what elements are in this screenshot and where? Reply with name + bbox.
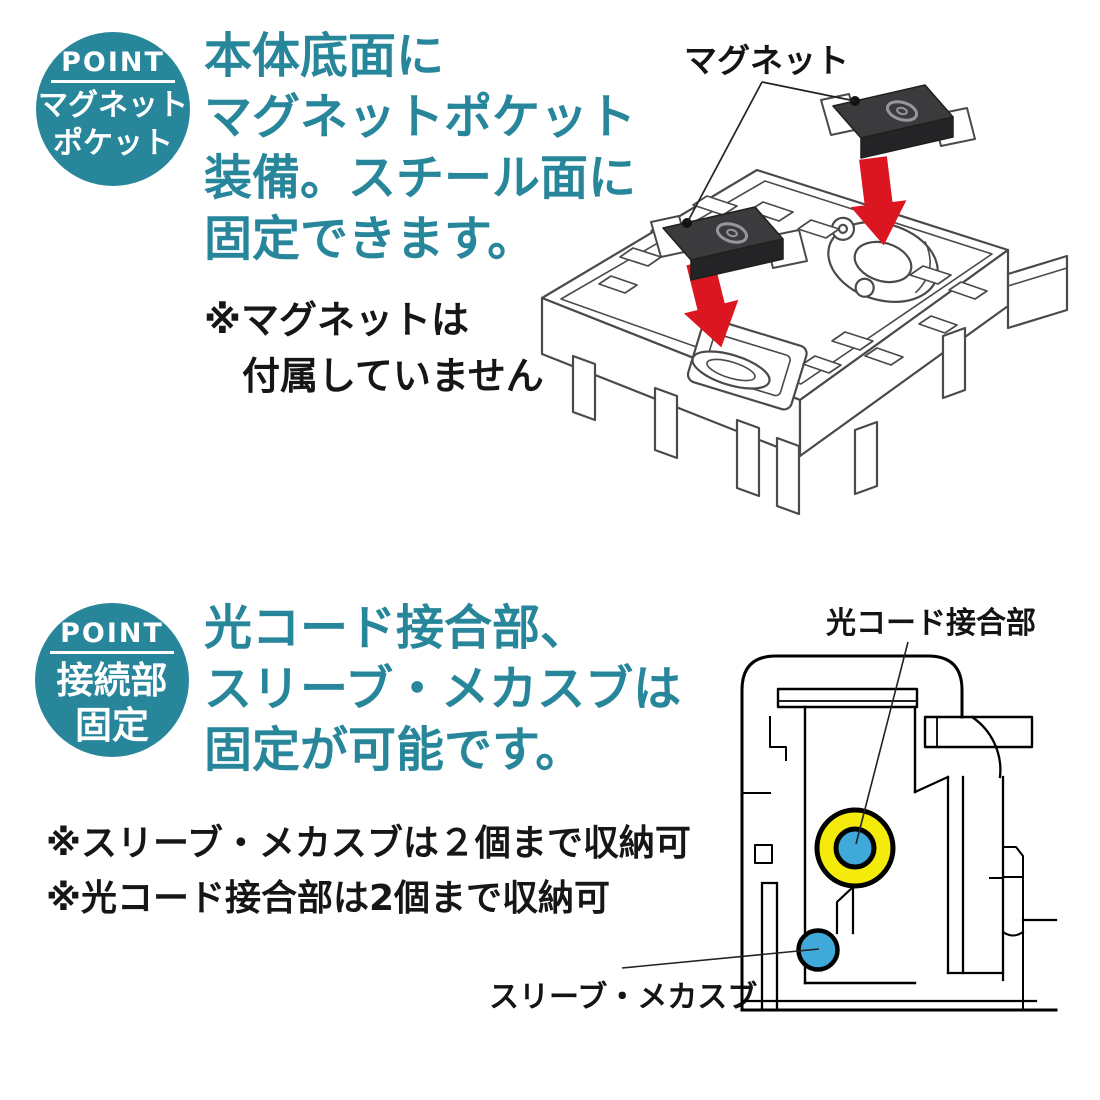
badge-divider (51, 80, 175, 83)
heading-line: 光コード接合部、 (204, 600, 589, 656)
section1-note: ※マグネットは 付属していません (204, 292, 544, 404)
point-badge-title: POINT (60, 618, 164, 649)
oval-slot (691, 350, 771, 390)
magnet-pocket-illustration (540, 81, 1069, 516)
note-line: 付属していません (242, 354, 544, 398)
heading-line: マグネットポケット (204, 89, 637, 145)
point-badge-magnet-pocket: POINT マグネット ポケット (36, 32, 190, 186)
cross-section-drawing (740, 654, 1058, 1012)
note-line: ※光コード接合部は2個まで収納可 (46, 878, 611, 919)
point-badge-title: POINT (61, 47, 165, 78)
magnet-block (650, 84, 976, 281)
section2-notes: ※スリーブ・メカスブは２個まで収納可 ※光コード接合部は2個まで収納可 (46, 816, 691, 926)
note-line: ※スリーブ・メカスブは２個まで収納可 (46, 823, 691, 864)
heading-line: 本体底面に (204, 28, 445, 84)
down-arrow-icon (683, 156, 907, 348)
section1-heading: 本体底面に マグネットポケット 装備。スチール面に 固定できます。 (204, 26, 636, 270)
badge-label-line2: ポケット (53, 126, 173, 161)
heading-line: 装備。スチール面に (204, 150, 637, 206)
point-badge-connection-fix: POINT 接続部 固定 (35, 603, 189, 757)
sleeve-mekasubu-label: スリーブ・メカスブ (489, 980, 758, 1015)
heading-line: スリーブ・メカスブは (204, 661, 682, 717)
badge-label-line1: マグネット (38, 88, 188, 123)
heading-line: 固定できます。 (204, 211, 536, 267)
section2-heading: 光コード接合部、 スリーブ・メカスブは 固定が可能です。 (204, 598, 681, 781)
sleeve-mekasubu-marker (796, 928, 840, 972)
optical-cord-joint-core (833, 826, 877, 870)
heading-line: 固定が可能です。 (204, 722, 584, 778)
badge-divider (50, 651, 174, 654)
badge-label-line1: 接続部 (56, 659, 168, 702)
optical-cord-joint-label: 光コード接合部 (826, 606, 1036, 641)
badge-label-line2: 固定 (75, 704, 149, 747)
leader-line (686, 81, 856, 224)
tray-bottom-view (540, 168, 1069, 516)
note-line: ※マグネットは (204, 298, 469, 342)
leader-line (621, 641, 909, 969)
round-hub (827, 216, 939, 303)
magnet-figure-label: マグネット (684, 41, 849, 80)
connection-fix-illustration (621, 641, 1058, 1012)
